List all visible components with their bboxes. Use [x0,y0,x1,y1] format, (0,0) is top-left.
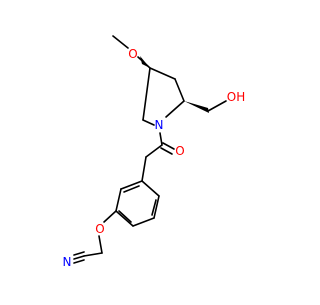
ether-oxygen-label: O [95,222,104,236]
aryl-o-bond [103,210,117,223]
ch2-cn-bond [83,252,103,257]
benzene-inner-3 [123,185,140,193]
benzene-inner-2 [118,210,132,223]
benzene-bond-2 [153,195,160,219]
benzene-bond-6 [120,180,143,190]
benzene-inner-1 [151,199,157,216]
ch2-oh-bond [207,100,227,112]
hydroxyl-label: OH [227,90,245,104]
wedge-c2-ch2 [184,101,209,113]
o-ch2-bond [98,235,103,254]
ch2-aryl-bond [141,156,147,182]
carbonyl-double-bond-a [162,142,175,150]
structure-canvas: O OH N O O N [63,35,245,269]
wedge-c4-o [140,56,150,68]
molecule-structure: O OH N O O N [63,35,245,269]
ring-nitrogen-label: N [155,118,164,132]
ring-bond-c2-n [165,100,185,118]
ring-bond-n-c5 [142,119,155,126]
methyl-o-bond [112,35,129,49]
benzene-bond-3 [132,217,155,227]
carbonyl-oxygen-label: O [175,144,184,158]
nitrile-nitrogen-label: N [63,255,72,269]
nitrile-triple-b [73,255,85,260]
nitrile-triple-a [73,251,85,256]
carbonyl-double-bond-b [160,147,173,155]
benzene-bond-4 [115,210,134,227]
bonds [73,35,227,264]
n-carbonyl-bond [159,132,163,146]
ring-bond-c3-c2 [174,78,185,102]
ring-bond-c5-c4 [142,67,151,121]
methoxy-oxygen-label: O [128,47,137,61]
ring-bond-c4-c3 [149,67,176,80]
nitrile-triple-c [73,259,85,264]
carbonyl-ch2-bond [145,144,163,158]
benzene-bond-1 [141,180,160,197]
benzene-bond-5 [115,188,122,212]
